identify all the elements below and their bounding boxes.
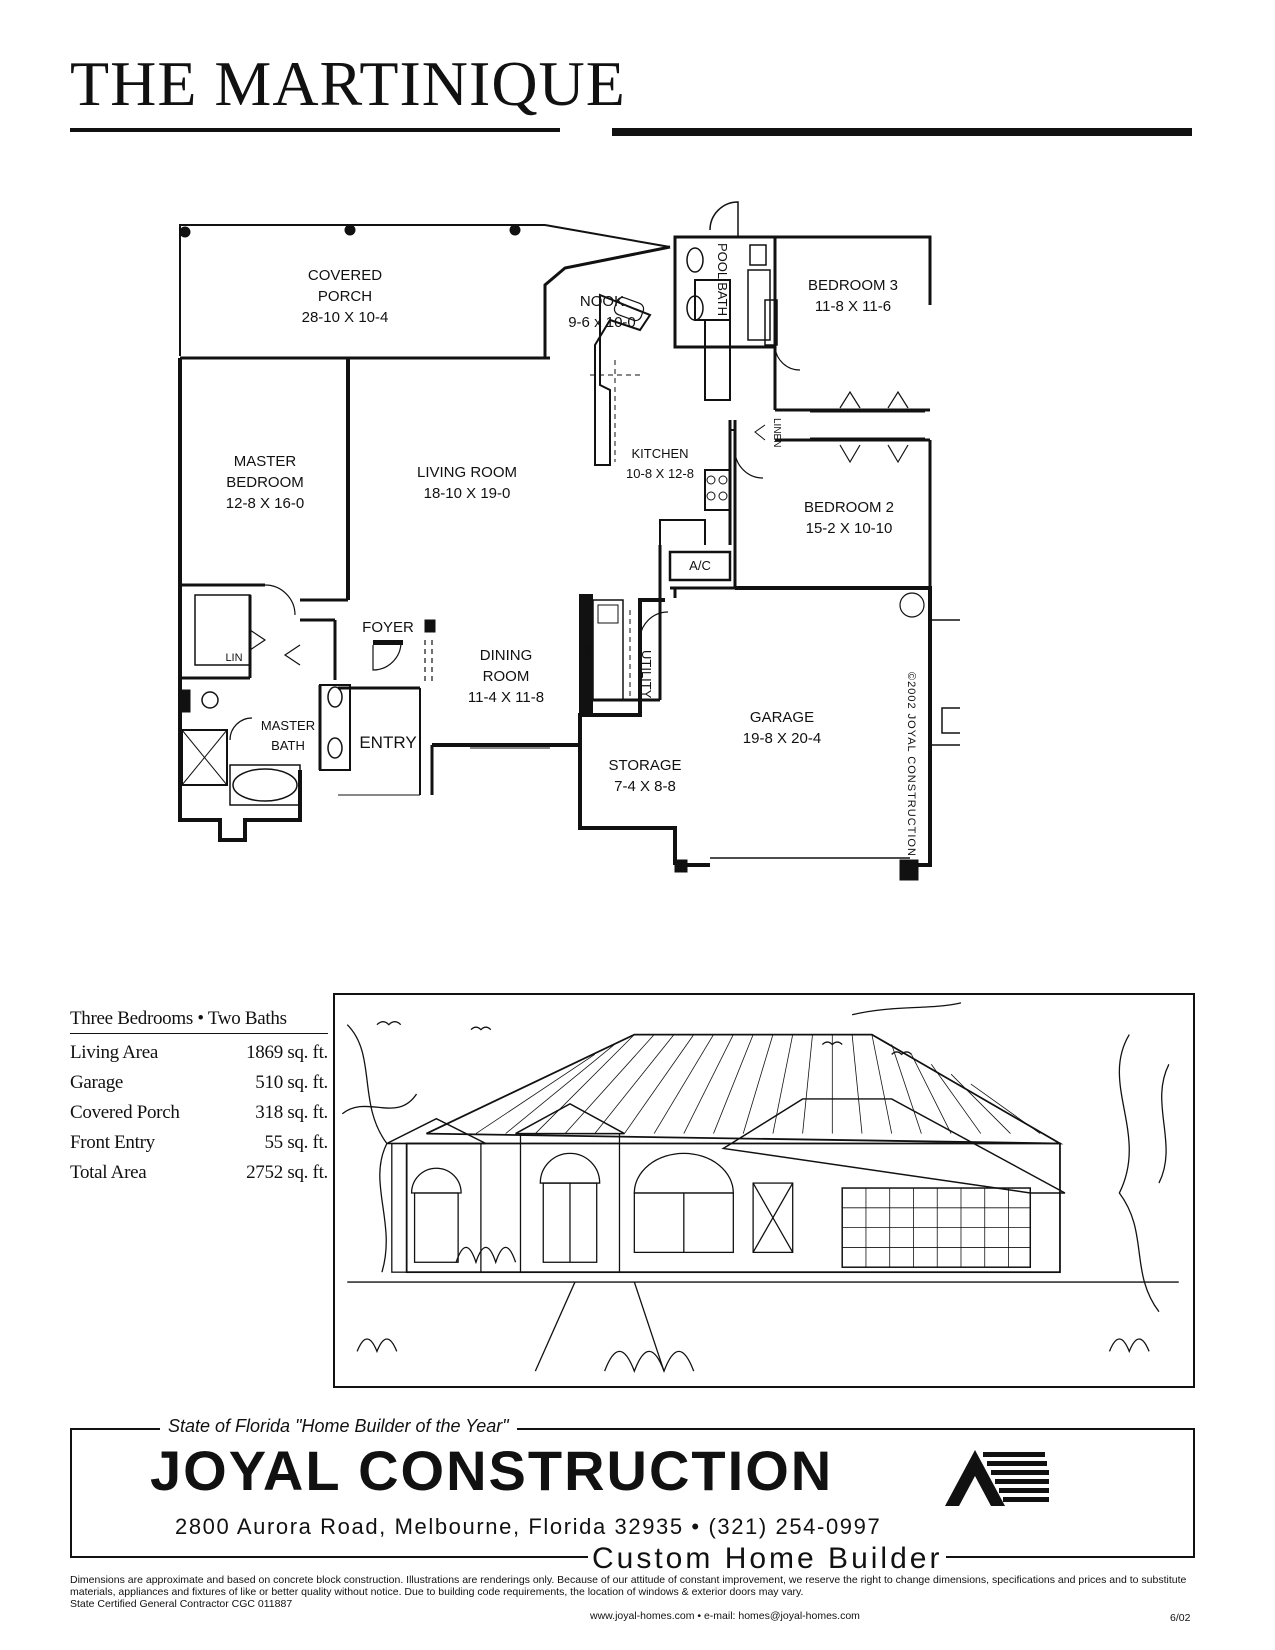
porch-label-1: COVERED (308, 267, 382, 284)
master-bedroom-dimensions: 12-8 X 16-0 (226, 495, 304, 512)
porch-label-2: PORCH (318, 288, 372, 305)
porch-dimensions: 28-10 X 10-4 (302, 309, 389, 326)
ac-label: A/C (689, 558, 711, 573)
storage-dimensions: 7-4 X 8-8 (614, 778, 676, 795)
page-title: THE MARTINIQUE (70, 48, 626, 119)
stats-value: 510 sq. ft. (255, 1072, 328, 1093)
disclaimer-text: Dimensions are approximate and based on … (70, 1574, 1187, 1598)
contact-web[interactable]: www.joyal-homes.com • e-mail: homes@joya… (590, 1610, 860, 1622)
foyer-label: FOYER (362, 619, 414, 636)
stats-header: Three Bedrooms • Two Baths (70, 1008, 328, 1034)
stats-row: Covered Porch 318 sq. ft. (70, 1098, 328, 1128)
license-number: State Certified General Contractor CGC 0… (70, 1598, 293, 1610)
stats-value: 318 sq. ft. (255, 1102, 328, 1123)
master-bedroom-label-2: BEDROOM (226, 474, 304, 491)
company-tagline: Custom Home Builder (588, 1542, 947, 1576)
stats-row: Garage 510 sq. ft. (70, 1068, 328, 1098)
bedroom3-dimensions: 11-8 X 11-6 (815, 298, 891, 315)
living-room-label: LIVING ROOM (417, 464, 517, 481)
stats-row: Front Entry 55 sq. ft. (70, 1128, 328, 1158)
floor-plan: COVERED PORCH 28-10 X 10-4 NOOK 9-6 x 10… (178, 201, 960, 881)
award-text: State of Florida "Home Builder of the Ye… (160, 1416, 517, 1437)
title-rule (612, 128, 1192, 136)
dining-room-dimensions: 11-4 X 11-8 (468, 689, 544, 706)
stats-label: Front Entry (70, 1132, 155, 1153)
dining-room-label-2: ROOM (483, 668, 530, 685)
garage-label: GARAGE (750, 709, 814, 726)
entry-label: ENTRY (359, 733, 416, 752)
stats-label: Garage (70, 1072, 124, 1093)
copyright-label: ©2002 JOYAL CONSTRUCTION (905, 672, 917, 857)
stats-row: Total Area 2752 sq. ft. (70, 1158, 328, 1188)
stats-row: Living Area 1869 sq. ft. (70, 1038, 328, 1068)
revision-date: 6/02 (1170, 1612, 1191, 1624)
stats-value: 2752 sq. ft. (246, 1162, 328, 1183)
stats-value: 55 sq. ft. (264, 1132, 328, 1153)
company-name: JOYAL CONSTRUCTION (150, 1439, 834, 1502)
stats-label: Total Area (70, 1162, 147, 1183)
linen-label: LINEN (771, 418, 782, 447)
master-bath-label-2: BATH (271, 738, 305, 753)
dining-room-label-1: DINING (480, 647, 533, 664)
stats-value: 1869 sq. ft. (246, 1042, 328, 1063)
master-bedroom-label-1: MASTER (234, 453, 297, 470)
pool-bath-label: POOL BATH (715, 243, 730, 316)
stats-label: Covered Porch (70, 1102, 180, 1123)
niche-label: NICHE (581, 645, 592, 676)
master-bath-label-1: MASTER (261, 718, 315, 733)
area-stats: Three Bedrooms • Two Baths Living Area 18… (70, 1008, 328, 1188)
storage-label: STORAGE (608, 757, 681, 774)
utility-label: UTILITY (639, 650, 654, 699)
stats-label: Living Area (70, 1042, 158, 1063)
porch-outline (179, 224, 545, 356)
kitchen-label: KITCHEN (631, 446, 688, 461)
living-room-dimensions: 18-10 X 19-0 (424, 485, 511, 502)
nook-dimensions: 9-6 x 10-0 (568, 314, 636, 331)
title-underline (70, 128, 560, 132)
nook-label: NOOK (580, 293, 624, 310)
bedroom3-label: BEDROOM 3 (808, 277, 898, 294)
garage-dimensions: 19-8 X 20-4 (743, 730, 821, 747)
front-elevation-drawing (333, 993, 1195, 1388)
kitchen-dimensions: 10-8 X 12-8 (626, 466, 694, 481)
linen-closet-label: LIN (225, 652, 242, 664)
company-address: 2800 Aurora Road, Melbourne, Florida 329… (175, 1514, 882, 1539)
company-logo-icon (945, 1450, 1049, 1506)
bedroom2-dimensions: 15-2 X 10-10 (806, 520, 893, 537)
bedroom2-label: BEDROOM 2 (804, 499, 894, 516)
